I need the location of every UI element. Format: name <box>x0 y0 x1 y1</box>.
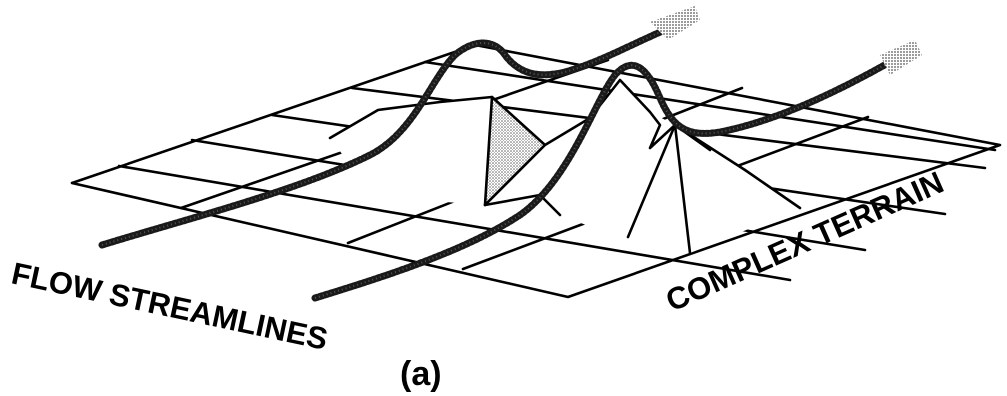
right-hill-ridge <box>483 78 677 207</box>
left-hill-ridge <box>328 95 494 140</box>
streamline-front-arrow-icon <box>880 40 922 75</box>
panel-label: (a) <box>400 355 442 393</box>
right-hill-fill <box>485 80 800 253</box>
complex-terrain <box>328 78 802 255</box>
grid-line <box>117 164 792 282</box>
grid-boundary <box>70 43 1002 299</box>
left-hill-fill <box>330 97 500 205</box>
streamline-back <box>98 26 669 249</box>
streamline-front <box>311 58 894 302</box>
flow-streamlines <box>98 6 922 302</box>
terrain-facet <box>626 123 677 239</box>
streamline-back-arrow-icon <box>650 6 700 40</box>
grid-line <box>423 60 997 152</box>
flow-streamlines-label: FLOW STREAMLINES <box>9 256 331 357</box>
terrain-facet <box>743 168 802 210</box>
terrain-facet <box>673 123 692 255</box>
